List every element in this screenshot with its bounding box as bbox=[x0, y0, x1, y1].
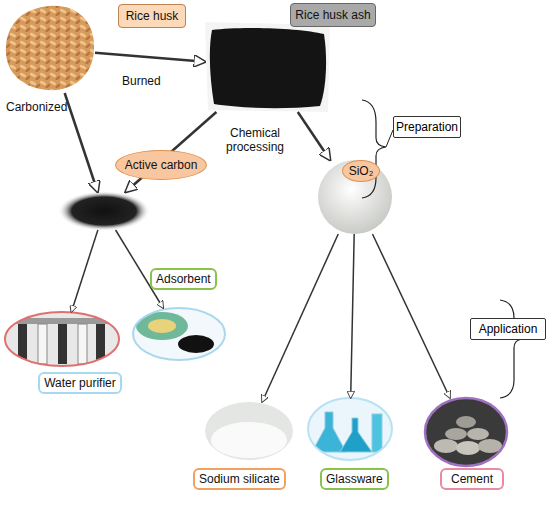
cement-image: Cement bbox=[425, 398, 507, 466]
callout-label: Sodium silicate bbox=[193, 468, 286, 490]
flow-arrow bbox=[65, 93, 98, 192]
flow-arrow bbox=[298, 112, 330, 160]
edge-label: Carbonized bbox=[6, 100, 67, 114]
callout-label: Rice husk bbox=[118, 4, 186, 28]
rice-husk-image: Rice husk bbox=[5, 5, 95, 93]
silica-image: SiO₂ bbox=[318, 160, 392, 234]
rice-husk-ash-image: Rice husk ash bbox=[205, 22, 330, 112]
stage-box: Application bbox=[470, 318, 546, 340]
callout-label: SiO₂ bbox=[342, 160, 380, 182]
callout-label: Water purifier bbox=[38, 372, 122, 394]
flow-arrow bbox=[351, 234, 355, 398]
water-purifier-image: Water purifier bbox=[5, 312, 120, 367]
callout-label: Rice husk ash bbox=[290, 3, 376, 27]
glassware-image: Glassware bbox=[308, 398, 392, 460]
callout-label: Cement bbox=[440, 468, 504, 490]
active-carbon-image: Active carbon bbox=[60, 192, 148, 230]
callout-label: Active carbon bbox=[115, 150, 207, 180]
process-note: Chemical processing bbox=[224, 126, 286, 154]
flow-arrow bbox=[71, 230, 97, 312]
flow-arrow bbox=[262, 234, 338, 402]
callout-label: Glassware bbox=[320, 468, 389, 490]
stage-label: Application bbox=[479, 322, 538, 336]
stage-label: Preparation bbox=[396, 120, 458, 134]
sodium-silicate-image: Sodium silicate bbox=[205, 402, 293, 460]
edge-label: Burned bbox=[122, 74, 161, 88]
flow-arrow bbox=[372, 234, 449, 398]
flow-arrow bbox=[95, 53, 205, 62]
callout-label: Adsorbent bbox=[150, 268, 217, 290]
adsorbent-image: Adsorbent bbox=[133, 308, 225, 360]
stage-box: Preparation bbox=[393, 116, 461, 138]
